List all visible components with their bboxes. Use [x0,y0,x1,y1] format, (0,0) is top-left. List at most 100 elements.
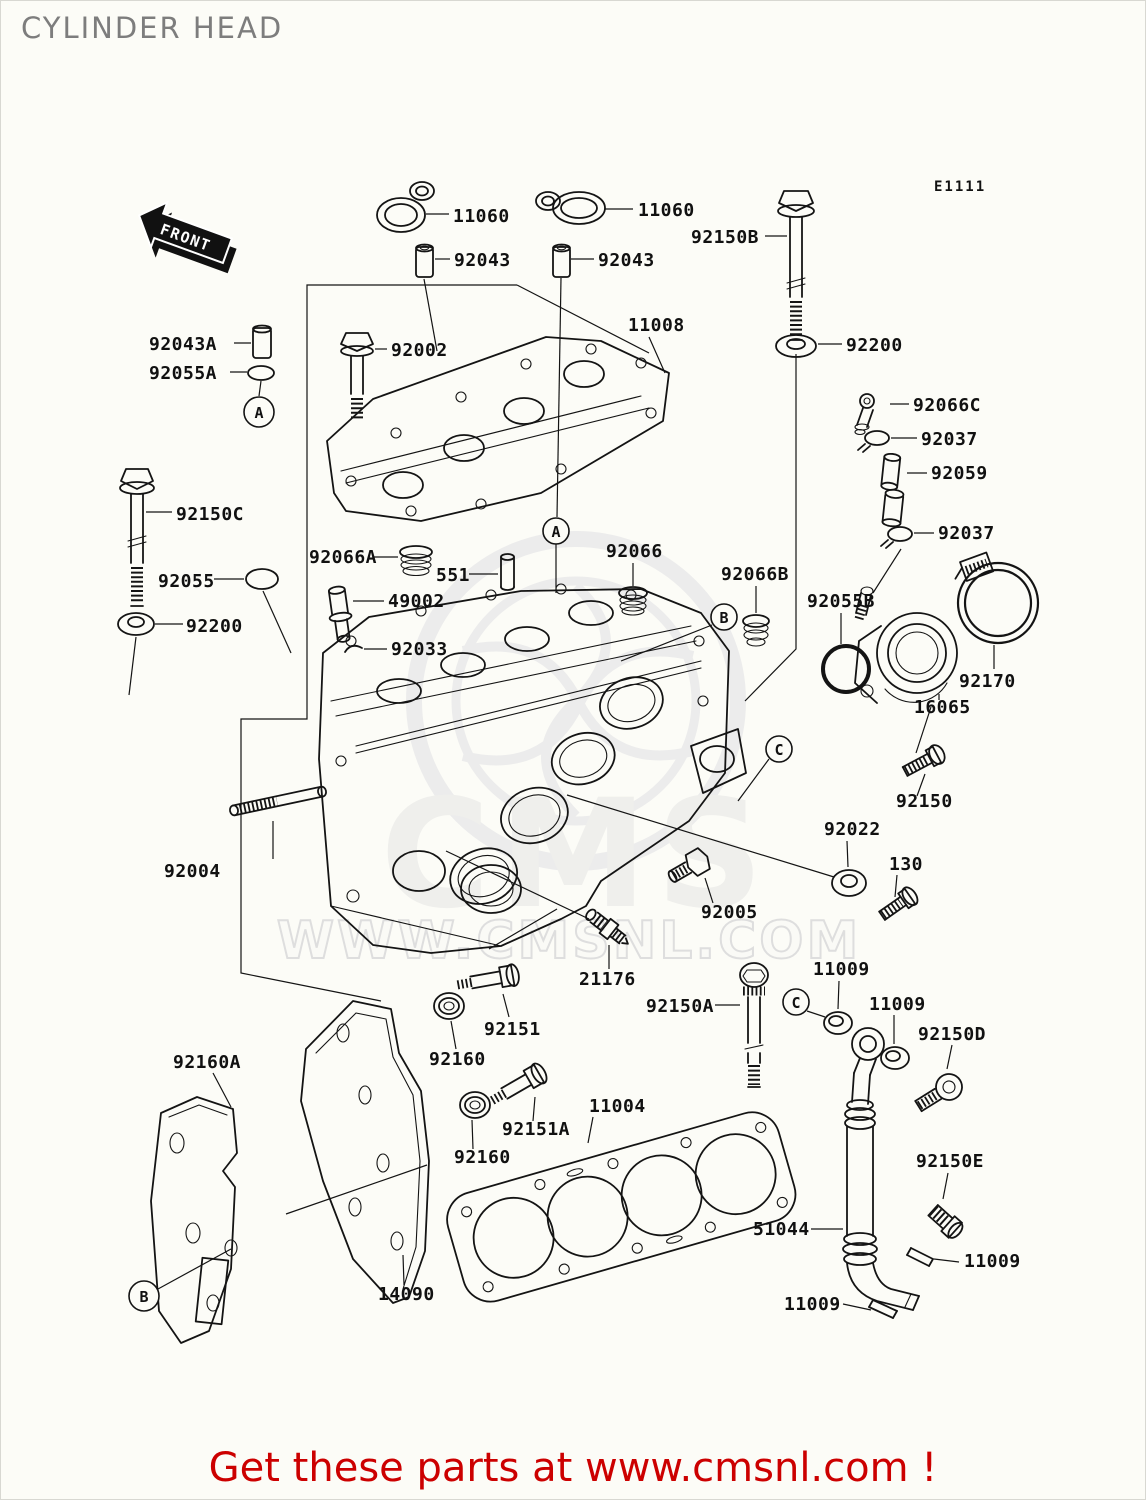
part-92150e-fitting [927,1204,964,1239]
callout-92151: 92151 [484,1019,541,1040]
svg-text:C: C [774,741,783,759]
footer-cta-link[interactable]: Get these parts at www.cmsnl.com ! [208,1445,938,1491]
callout-92033: 92033 [391,639,448,660]
part-92055a-oring [247,365,275,381]
part-11009-pin-d [868,1299,898,1319]
part-92150c-bolt [119,468,155,607]
callout-92022: 92022 [824,819,881,840]
callout-92043-left: 92043 [454,250,511,271]
callout-92037-bottom: 92037 [938,523,995,544]
callout-92150d: 92150D [918,1024,986,1045]
callout-11009-c: 11009 [964,1251,1021,1272]
part-16065-holder [854,586,958,704]
callout-11009-a: 11009 [813,959,870,980]
callout-92037-top: 92037 [921,429,978,450]
part-11009-ring-b [880,1046,910,1070]
callout-92005: 92005 [701,902,758,923]
part-49002-valve-guide [327,585,353,643]
part-130-bolt [878,886,919,921]
part-92200-washer-right [775,334,817,358]
part-11008-camshaft-holder [326,336,670,522]
callout-92066b: 92066B [721,564,789,585]
callout-92059: 92059 [931,463,988,484]
callout-92055: 92055 [158,571,215,592]
part-92002-bolt [340,332,374,421]
construction-lines [128,277,932,1215]
part-92150b-bolt [777,190,815,341]
part-92160a-plate [150,1096,238,1344]
callout-51044: 51044 [753,1219,810,1240]
part-92170-clamp [954,551,1040,645]
part-92005-sensor [667,847,711,883]
callout-92055b: 92055B [807,591,875,612]
part-21176-spark-plug [585,908,629,945]
page-title: CYLINDER HEAD [21,11,284,45]
callout-49002: 49002 [388,591,445,612]
callout-92160a: 92160A [173,1052,241,1073]
part-92033-clip [344,644,363,653]
part-92037-clamp-bottom [880,526,913,549]
badge-b-bottom-left: B [128,1248,232,1312]
part-92150d-bolt [914,1073,963,1113]
part-92059-tube [880,452,905,528]
callout-92170: 92170 [959,671,1016,692]
callout-92150b: 92150B [691,227,759,248]
leader-lines [146,208,995,1311]
callout-92160-1: 92160 [429,1049,486,1070]
callout-92002: 92002 [391,340,448,361]
badge-c-center: C [737,735,793,802]
part-92150a-bolt [739,962,769,1088]
callout-11004: 11004 [589,1096,646,1117]
callout-11060-right: 11060 [638,200,695,221]
badge-c-bottom: C [782,988,826,1018]
callout-11009-b: 11009 [869,994,926,1015]
callout-92160-2: 92160 [454,1147,511,1168]
part-92037-clamp-top [857,430,890,453]
callout-92150e: 92150E [916,1151,984,1172]
part-11060-gasket-left [376,181,435,233]
part-92160-damper-1 [433,992,465,1020]
part-551-pin [500,553,515,591]
part-11009-ring-a [823,1011,853,1035]
callout-92066c: 92066C [913,395,981,416]
callout-92043a: 92043A [149,334,217,355]
callout-14090: 14090 [378,1284,435,1305]
part-92004-stud [229,785,327,817]
callout-21176: 21176 [579,969,636,990]
part-11060-gasket-right [535,191,606,225]
part-92055-oring [245,568,279,590]
badge-a-top-left: A [243,396,275,428]
callout-16065: 16065 [914,697,971,718]
part-92066a-plug [399,545,433,577]
callout-92043-right: 92043 [598,250,655,271]
part-92022-washer [831,869,867,897]
watermark-logo: CMS WWW.CMSNL.COM [276,531,861,972]
callout-92150c: 92150C [176,504,244,525]
part-92066b-plug [742,614,770,647]
part-92066c-fitting [854,393,875,436]
svg-text:B: B [139,1288,148,1306]
svg-text:C: C [791,994,800,1012]
part-11004-head-gasket [446,1111,797,1303]
part-92043-dowel-left [415,243,434,278]
callout-11009-d: 11009 [784,1294,841,1315]
callout-92150: 92150 [896,791,953,812]
part-92043-dowel-right [552,243,571,278]
callout-92066: 92066 [606,541,663,562]
callout-92200-right: 92200 [846,335,903,356]
callout-92151a: 92151A [502,1119,570,1140]
callout-551: 551 [436,565,470,586]
watermark-url-text: WWW.CMSNL.COM [277,911,861,971]
part-92160-damper-2 [459,1091,491,1119]
callout-11008: 11008 [628,315,685,336]
part-92151-bolt [456,963,520,990]
callout-92200-left: 92200 [186,616,243,637]
part-92043a-dowel [252,324,272,359]
part-51044-oil-pipe [842,1027,920,1311]
callout-labels: 11060 11060 92043 92043 92150B E1111 922… [149,179,1021,1315]
part-14090-cover [300,1000,430,1304]
callout-130: 130 [889,854,923,875]
part-92150-bolt [901,744,946,777]
